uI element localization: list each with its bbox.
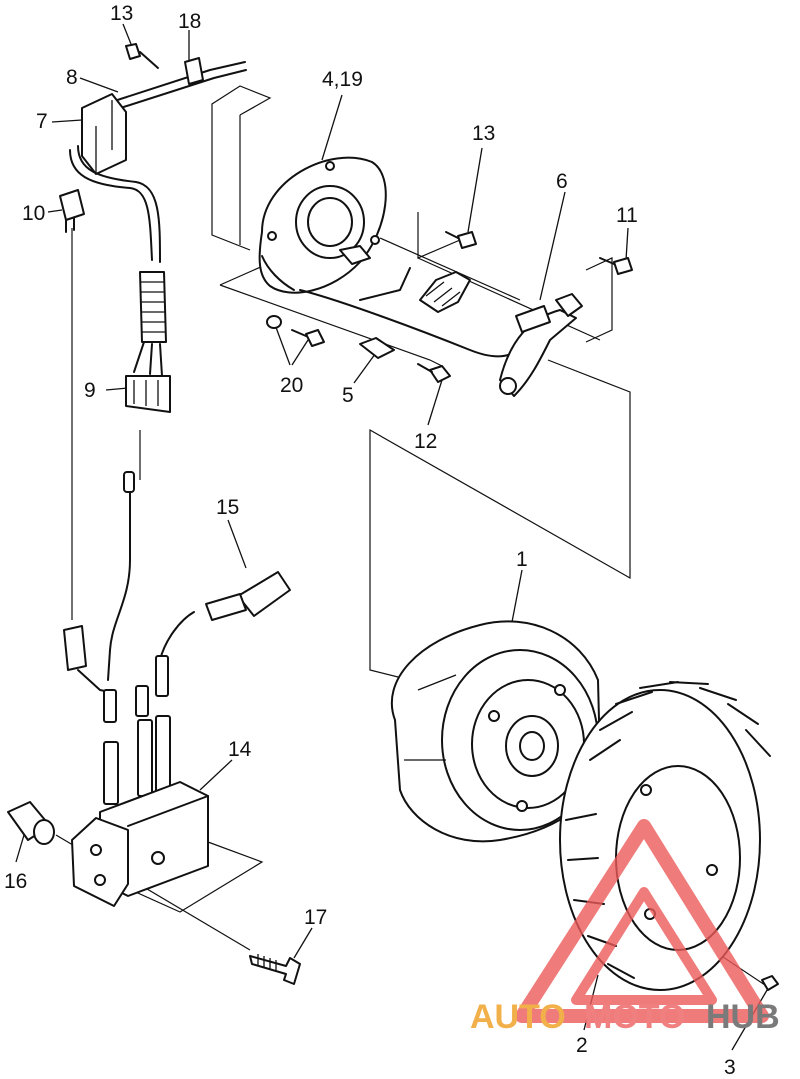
- ignition-coil-assembly: [7, 471, 301, 985]
- label-12: 12: [414, 430, 437, 453]
- stator-plate-assembly: [258, 156, 633, 397]
- label-11: 11: [616, 204, 638, 227]
- rectifier-7: [81, 93, 127, 175]
- label-3: 3: [724, 1056, 736, 1079]
- clamp-18: [184, 57, 204, 85]
- bolt-13-top: [125, 43, 141, 60]
- watermark-triangle-inner: [571, 887, 717, 1005]
- label-10: 10: [22, 202, 45, 225]
- connector-10: [59, 189, 85, 221]
- plug-cap-15: [237, 571, 291, 617]
- watermark-triangle-outer: [515, 819, 769, 1023]
- label-18: 18: [178, 10, 201, 33]
- label-13-top: 13: [110, 2, 133, 25]
- watermark-logo: AUTO MOTO HUB: [470, 819, 780, 1036]
- label-4-19: 4,19: [322, 68, 363, 91]
- label-20: 20: [280, 374, 303, 397]
- reference-lines: [15, 23, 771, 1051]
- watermark-text-moto: MOTO: [584, 998, 685, 1036]
- cooling-fan-2: [559, 681, 779, 991]
- callout-labels: 13 18 8 7 10 9 4,19 13 6 11 20 5 12 1 15…: [4, 2, 736, 1079]
- label-17: 17: [304, 906, 327, 929]
- label-8: 8: [66, 66, 78, 89]
- coupler-9: [125, 375, 171, 413]
- watermark-text-hub: HUB: [706, 998, 780, 1036]
- label-2: 2: [576, 1034, 588, 1057]
- label-15: 15: [216, 496, 239, 519]
- flywheel-1: [390, 620, 601, 843]
- label-16: 16: [4, 870, 27, 893]
- label-13-right: 13: [472, 122, 495, 145]
- watermark-text-auto: AUTO: [470, 998, 566, 1036]
- label-1: 1: [516, 548, 528, 571]
- label-14: 14: [228, 738, 252, 761]
- rectifier-harness-assembly: [59, 43, 247, 413]
- bolt-17: [249, 955, 301, 985]
- label-5: 5: [342, 384, 354, 407]
- plate-5: [359, 337, 395, 359]
- bolt-3: [761, 975, 779, 991]
- label-6: 6: [556, 170, 568, 193]
- label-7: 7: [36, 110, 48, 133]
- label-9: 9: [84, 379, 96, 402]
